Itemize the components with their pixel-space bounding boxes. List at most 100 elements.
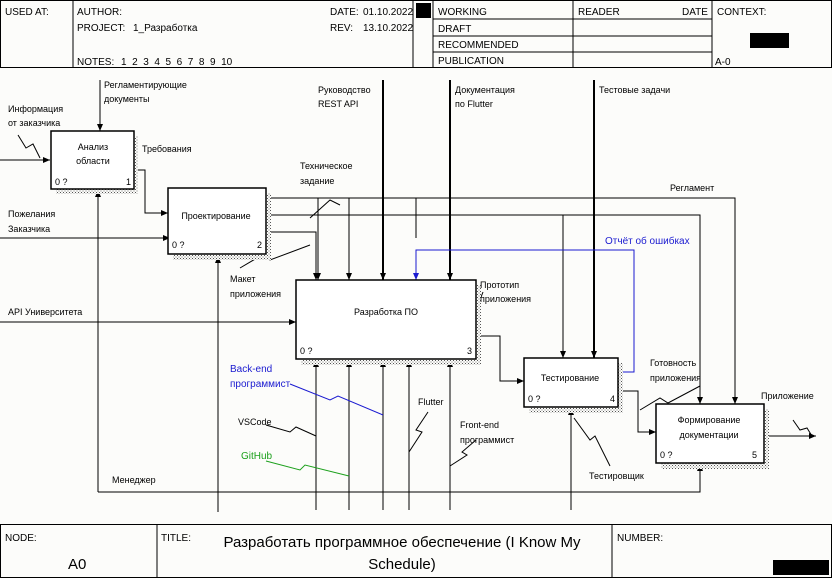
label-app-out: Приложение (761, 391, 814, 401)
notes-values: 1 2 3 4 5 6 7 8 9 10 (121, 57, 233, 68)
squiggle-app (792, 419, 813, 437)
label-tech-task-2: задание (300, 176, 334, 186)
label-tech-task-1: Техническое (300, 161, 353, 171)
squiggle-tester (573, 417, 611, 467)
label-rest-1: Руководство (318, 85, 371, 95)
label-wishes-1: Пожелания (8, 209, 55, 219)
squiggle-flutter (408, 411, 429, 453)
arrow-prototype (476, 335, 524, 384)
arrow-requirements (134, 169, 168, 216)
label-rest-2: REST API (318, 99, 358, 109)
squiggle-frontend (449, 439, 477, 467)
squiggle-backend (289, 383, 384, 416)
label-requirements: Требования (142, 144, 192, 154)
box-a4-number: 4 (610, 394, 615, 404)
label-mockup-2: приложения (230, 289, 281, 299)
squiggle-tech (309, 199, 341, 219)
label-flutter-docs-2: по Flutter (455, 99, 493, 109)
label-info-2: от заказчика (8, 118, 60, 128)
label-readiness-1: Готовность (650, 358, 696, 368)
arrow-reglament (266, 197, 738, 404)
status-working: WORKING (438, 7, 487, 18)
diagram-title-line1: Разработать программное обеспечение (I K… (223, 534, 581, 551)
reader-label: READER (578, 7, 620, 18)
notes-label: NOTES: (77, 57, 114, 68)
arrow-bug-report (413, 249, 635, 373)
label-wishes-2: Заказчика (8, 224, 50, 234)
diagram-title-line2: Schedule) (368, 556, 436, 573)
used-at-label: USED AT: (5, 7, 49, 18)
date-value: 01.10.2022 (363, 7, 413, 18)
project-value: 1_Разработка (133, 22, 198, 34)
box-a5-title-1: Формирование (678, 415, 741, 425)
label-info-1: Информация (8, 104, 63, 114)
label-readiness-2: приложения (650, 373, 701, 383)
label-flutter-docs-1: Документация (455, 85, 515, 95)
label-bug-report: Отчёт об ошибках (605, 235, 690, 247)
label-prototype-1: Прототип (480, 280, 519, 290)
activity-box-a1[interactable]: Анализ области 0 ? 1 (50, 130, 138, 194)
activity-box-a5[interactable]: Формирование документации 0 ? 5 (655, 403, 769, 469)
rev-label: REV: (330, 23, 353, 34)
reader-date-label: DATE (682, 7, 708, 18)
box-a1-number: 1 (126, 177, 131, 187)
title-label: TITLE: (161, 533, 191, 544)
label-frontend-1: Front-end (460, 420, 499, 430)
activity-box-a3[interactable]: Разработка ПО 0 ? 3 (295, 279, 481, 365)
box-a3-title: Разработка ПО (354, 307, 418, 317)
label-flutter: Flutter (418, 397, 444, 407)
label-reg-docs-1: Регламентирующие (104, 80, 187, 90)
label-mockup-1: Макет (230, 274, 255, 284)
label-frontend-2: программист (460, 435, 514, 445)
number-label: NUMBER: (617, 533, 663, 544)
squiggle-readiness (639, 385, 701, 411)
author-label: AUTHOR: (77, 7, 122, 18)
box-a4-cost: 0 ? (528, 394, 541, 404)
box-a1-title-1: Анализ (78, 142, 108, 152)
arrow-tech-task-a3 (266, 197, 352, 280)
box-a3-number: 3 (467, 346, 472, 356)
label-api: API Университета (8, 307, 82, 317)
box-a3-cost: 0 ? (300, 346, 313, 356)
label-test-tasks: Тестовые задачи (599, 85, 670, 95)
box-a1-title-2: области (76, 156, 110, 166)
date-label: DATE: (330, 7, 359, 18)
status-draft: DRAFT (438, 24, 471, 35)
squiggle-vscode (265, 424, 317, 437)
status-publication: PUBLICATION (438, 56, 504, 67)
arrow-labels: Регламентирующие документы Информация от… (8, 80, 814, 485)
header-frame (0, 0, 832, 68)
label-vscode: VSCode (238, 417, 272, 427)
project-label: PROJECT: (77, 23, 125, 34)
box-a2-number: 2 (257, 240, 262, 250)
box-a4-title: Тестирование (541, 373, 599, 383)
arrow-tech-task-a5 (563, 214, 703, 404)
box-a5-number: 5 (752, 450, 757, 460)
arrow-manager-a5 (98, 464, 703, 493)
box-a1-cost: 0 ? (55, 177, 68, 187)
context-id: A-0 (715, 57, 731, 68)
arrow-a2-a3 (266, 231, 319, 280)
arrow-readiness (618, 390, 656, 435)
label-backend-2: программист (230, 379, 291, 390)
squiggle-info (17, 134, 41, 159)
node-label: NODE: (5, 533, 37, 544)
rev-value: 13.10.2022 (363, 23, 413, 34)
activity-box-a4[interactable]: Тестирование 0 ? 4 (523, 357, 623, 413)
arrows (0, 80, 816, 512)
box-a2-cost: 0 ? (172, 240, 185, 250)
label-tester: Тестировщик (589, 471, 644, 481)
node-value: A0 (68, 556, 86, 573)
status-recommended: RECOMMENDED (438, 40, 519, 51)
activity-box-a2[interactable]: Проектирование 0 ? 2 (167, 187, 271, 260)
label-manager: Менеджер (112, 475, 156, 485)
label-reg-docs-2: документы (104, 94, 149, 104)
label-reglament: Регламент (670, 183, 714, 193)
context-box (750, 33, 789, 48)
context-label: CONTEXT: (717, 7, 766, 18)
label-backend-1: Back-end (230, 364, 272, 375)
box-a5-title-2: документации (679, 430, 738, 440)
label-github: GitHub (241, 451, 273, 462)
squiggle-github (265, 460, 350, 477)
